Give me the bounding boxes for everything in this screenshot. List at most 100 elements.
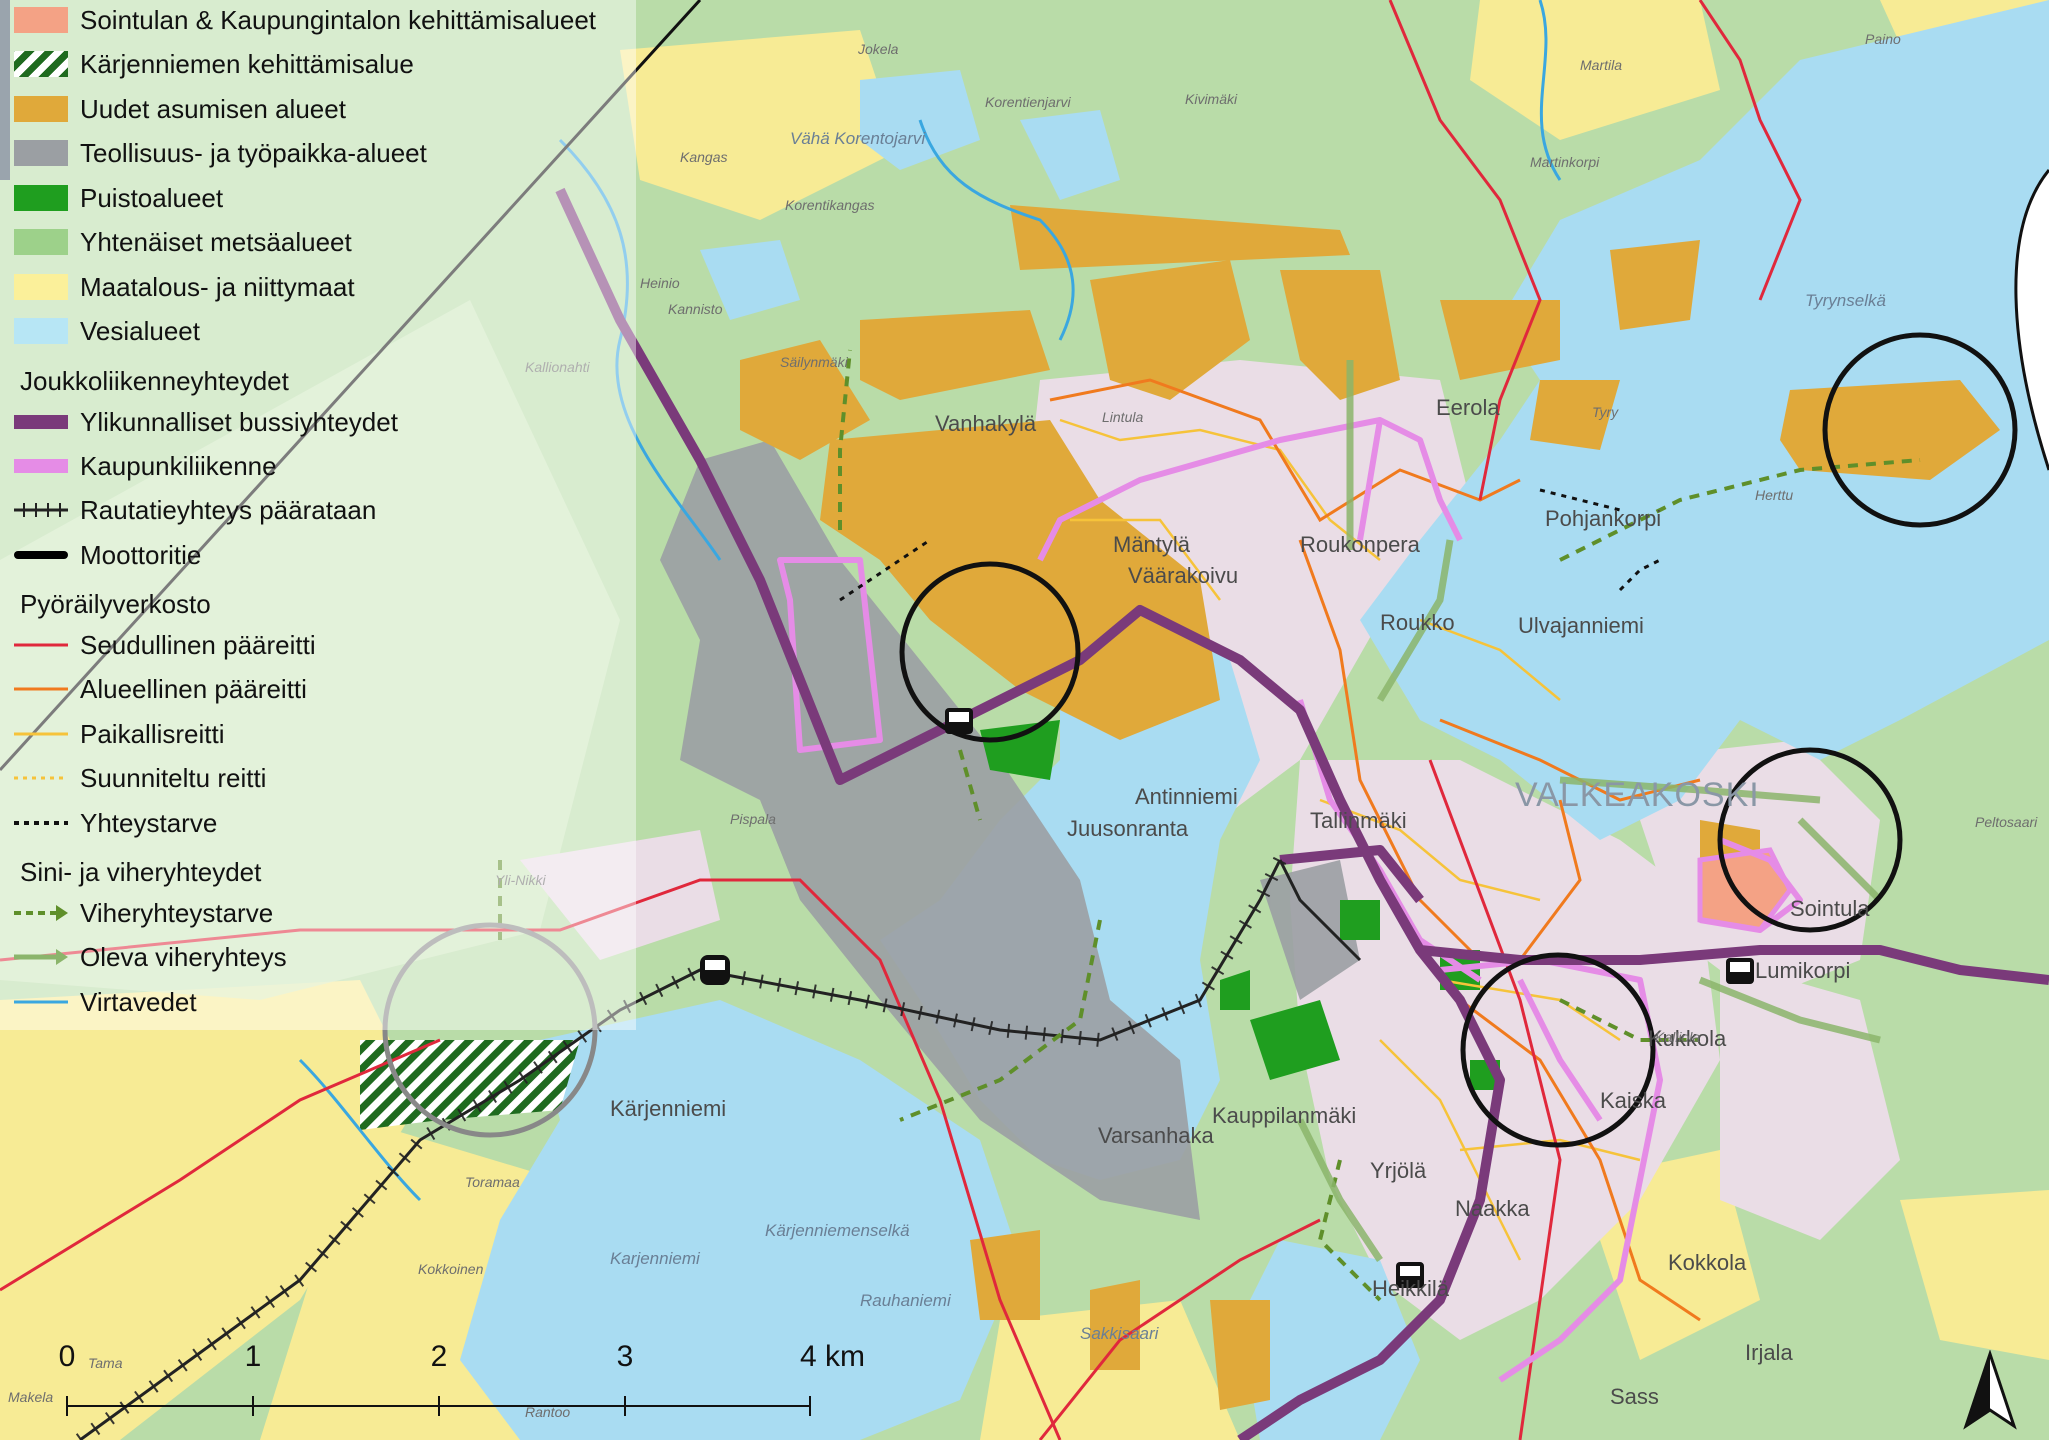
meadow-band <box>0 300 620 1000</box>
place-label: Sass <box>1610 1384 1659 1409</box>
place-label: Eerola <box>1436 395 1500 420</box>
place-label: Vanhakylä <box>935 411 1037 436</box>
scale-bar: 0 1 2 3 4 km <box>50 1340 865 1440</box>
place-label-small: Paino <box>1865 31 1901 47</box>
bus-stop-icons[interactable] <box>945 708 1754 1288</box>
place-label: Mäntylä <box>1113 532 1191 557</box>
legend-label: Kaupunkiliikenne <box>80 450 277 481</box>
place-label-small: Korentikangas <box>785 197 875 213</box>
legend-line-swatch <box>14 643 68 647</box>
place-label: Kokkola <box>1668 1250 1747 1275</box>
legend-label: Seudullinen pääreitti <box>80 629 316 660</box>
legend-label: Uudet asumisen alueet <box>80 93 346 124</box>
bus-icon <box>1396 1262 1424 1288</box>
legend-item-city-bus: Kaupunkiliikenne <box>14 448 277 484</box>
legend-swatch <box>14 96 68 122</box>
place-label: Heikkilä <box>1372 1276 1450 1301</box>
legend-line-swatch <box>14 415 68 429</box>
legend-heading-green: Sini- ja viheryhteydet <box>20 857 262 887</box>
legend-line-swatch <box>14 732 68 736</box>
legend-label: Yhtenäiset metsäalueet <box>80 226 352 257</box>
legend-item-farmland: Maatalous- ja niittymaat <box>14 269 355 305</box>
scale-tick-label: 1 <box>244 1340 262 1373</box>
place-label-small: Kivimäki <box>1185 91 1238 107</box>
legend-label: Paikallisreitti <box>80 718 225 749</box>
legend-label: Vesialueet <box>80 315 200 346</box>
place-label: Pohjankorpi <box>1545 506 1662 531</box>
legend-label: Suunniteltu reitti <box>80 762 267 793</box>
focus-circles <box>382 332 2018 1148</box>
legend-label: Teollisuus- ja työpaikka-alueet <box>80 137 427 168</box>
water-label: Rauhaniemi <box>860 1291 951 1310</box>
legend-item-connection-need: Yhteystarve <box>14 805 217 841</box>
legend-swatch <box>14 318 68 344</box>
place-label-small: Pispala <box>730 811 776 827</box>
legend-line-swatch <box>14 459 68 473</box>
water-label: Vähä Korentojarvi <box>790 129 926 148</box>
legend-item-new-residential: Uudet asumisen alueet <box>14 91 346 127</box>
place-label: Sointula <box>1790 896 1870 921</box>
municipal-boundary <box>0 0 702 772</box>
karjenniemi-development-area <box>360 1040 580 1130</box>
place-label-small: Martinkorpi <box>1530 154 1600 170</box>
map-legend: Sointulan & Kaupungintalon kehittämisalu… <box>0 0 636 1030</box>
corner-tab <box>0 0 10 180</box>
place-label: Roukko <box>1380 610 1455 635</box>
legend-swatch <box>14 229 68 255</box>
place-label-small: Kallionahti <box>525 359 590 375</box>
legend-label: Virtavedet <box>80 986 197 1017</box>
legend-label: Yhteystarve <box>80 807 218 838</box>
streams <box>298 0 1562 1202</box>
water-label: Sakkisaari <box>1080 1324 1159 1343</box>
place-label-small: Toramaa <box>465 1174 520 1190</box>
bus-icon <box>1726 958 1754 984</box>
place-label: Tallinmäki <box>1310 808 1407 833</box>
legend-label: Rautatieyhteys päärataan <box>80 494 377 525</box>
place-label-small: Kannisto <box>668 301 723 317</box>
legend-swatch-hatched <box>14 51 68 77</box>
legend-item-area-cycle: Alueellinen pääreitti <box>14 671 307 707</box>
existing-green-connections <box>1296 360 1883 1262</box>
legend-line-swatch <box>14 687 68 691</box>
legend-line-swatch <box>14 821 68 825</box>
legend-label: Ylikunnalliset bussiyhteydet <box>80 406 398 437</box>
place-label: Kukkola <box>1648 1026 1727 1051</box>
city-label: VALKEAKOSKI <box>1515 776 1760 814</box>
place-label-small: Tyry <box>1592 404 1619 420</box>
legend-label: Alueellinen pääreitti <box>80 673 307 704</box>
place-label: Varsanhaka <box>1098 1123 1214 1148</box>
north-arrow-icon <box>1963 1350 2017 1430</box>
legend-item-green-need: Viheryhteystarve <box>14 895 273 931</box>
legend-heading-cycling: Pyöräilyverkosto <box>20 589 211 619</box>
legend-line-swatch <box>14 1000 68 1004</box>
legend-item-karjenniemi: Kärjenniemen kehittämisalue <box>14 46 414 82</box>
legend-swatch <box>14 274 68 300</box>
legend-label: Puistoalueet <box>80 182 224 213</box>
scale-tick-label: 0 <box>58 1340 76 1373</box>
place-label-small: Jokela <box>858 41 899 57</box>
scale-unit-label: 4 km <box>800 1340 866 1373</box>
place-label-small: Peltosaari <box>1975 814 2038 830</box>
legend-item-industrial: Teollisuus- ja työpaikka-alueet <box>14 135 427 171</box>
place-label-small: Lintula <box>1102 409 1144 425</box>
water-label: Tyrynselkä <box>1805 291 1886 310</box>
scale-bar-line <box>66 1396 811 1416</box>
legend-line-swatch <box>14 551 68 559</box>
legend-item-local-cycle: Paikallisreitti <box>14 716 225 752</box>
legend-label: Maatalous- ja niittymaat <box>80 271 355 302</box>
legend-swatch <box>14 185 68 211</box>
place-label-small: Kokkoinen <box>418 1261 484 1277</box>
legend-line-swatch <box>14 905 68 921</box>
train-icon[interactable] <box>700 955 730 985</box>
legend-item-streams: Virtavedet <box>14 984 197 1020</box>
legend-label: Viheryhteystarve <box>80 897 274 928</box>
place-label-small: Korentienjarvi <box>985 94 1071 110</box>
place-label: Juusonranta <box>1067 816 1189 841</box>
legend-label: Moottoritie <box>80 539 202 570</box>
new-residential-areas <box>740 205 2000 1410</box>
legend-item-motorway: Moottoritie <box>14 537 201 573</box>
place-label: Naakka <box>1455 1196 1530 1221</box>
legend-line-swatch <box>14 776 68 780</box>
scale-tick-label: 3 <box>616 1340 634 1373</box>
